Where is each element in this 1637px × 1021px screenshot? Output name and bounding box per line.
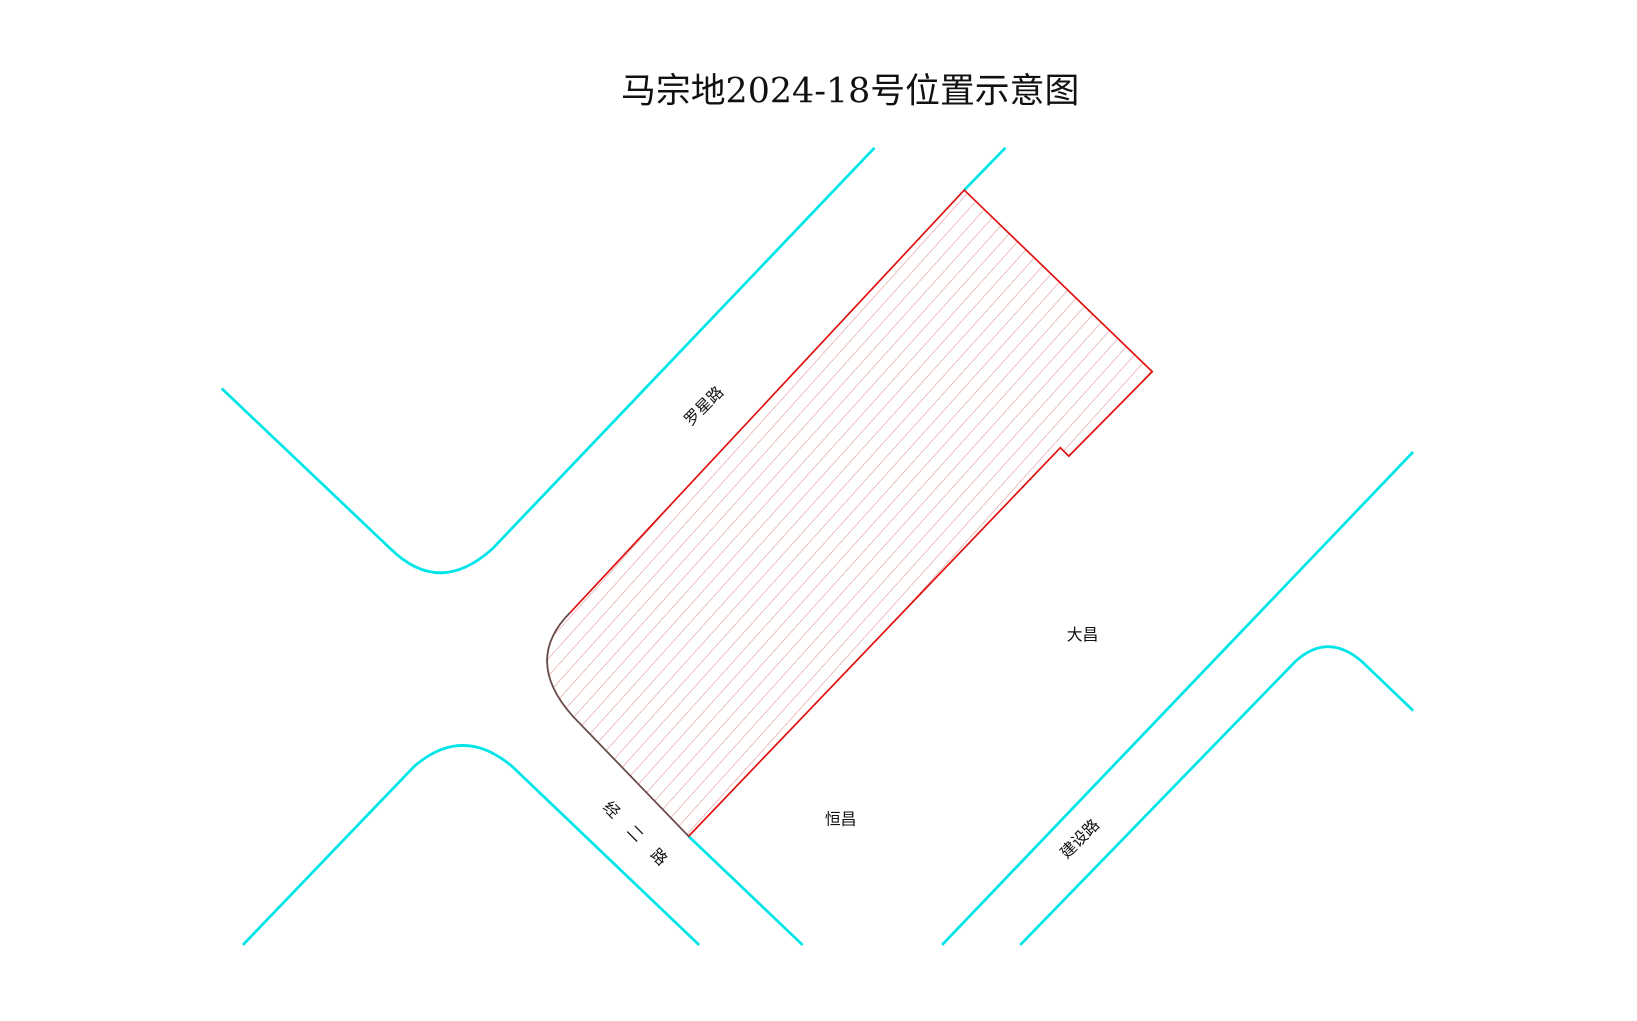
road-edge-jinger-east — [687, 835, 804, 946]
road-edge-southwest — [241, 744, 701, 946]
road-edge-jianshe-east — [1019, 645, 1415, 946]
parcel-road-boundary — [546, 611, 690, 837]
parcel-hatched-area — [546, 188, 1154, 838]
road-edge-luoxing-west — [220, 146, 876, 575]
road-label-jianshe: 建设路 — [1056, 815, 1103, 862]
map-title: 马宗地2024-18号位置示意图 — [621, 71, 1079, 111]
road-edge-luoxing-east — [963, 146, 1007, 192]
place-label-hengchang: 恒昌 — [825, 810, 857, 829]
place-label-dachang: 大昌 — [1067, 625, 1099, 644]
road-label-luoxing: 罗星路 — [680, 382, 727, 429]
road-edge-jianshe-west — [941, 450, 1415, 946]
